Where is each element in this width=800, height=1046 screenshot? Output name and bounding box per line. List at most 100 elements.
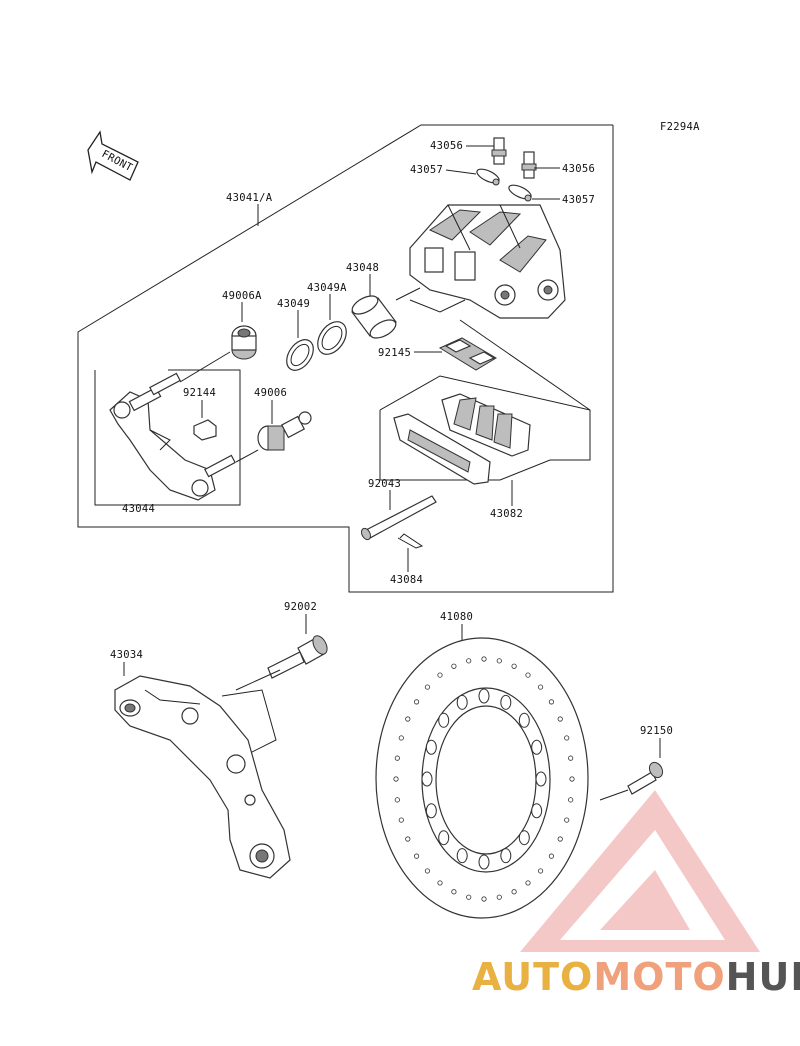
caliper-mount-bracket [114,675,291,879]
piston-seal [286,339,314,371]
label-92043: 92043 [368,478,401,490]
disc-vent-hole [511,889,517,895]
disc-hole [438,712,450,728]
label-43084: 43084 [390,574,423,586]
disc-vent-hole [564,735,570,741]
label-43057-a: 43057 [410,164,443,176]
rubber-boot-a [231,325,257,360]
disc-vent-hole [424,684,431,690]
label-43056-a: 43056 [430,140,463,152]
front-arrow-icon: FRONT [87,130,139,181]
piston [351,295,397,339]
disc-vent-hole [537,684,544,690]
pad-spring [438,337,497,371]
label-92144: 92144 [183,387,216,399]
disc-vent-hole [511,663,517,669]
disc-vent-hole [437,880,443,886]
disc-vent-hole [569,776,575,782]
disc-vent-hole [451,889,457,895]
disc-hole [518,712,530,728]
caliper-bracket [109,372,236,501]
label-43049: 43049 [277,298,310,310]
brake-disc [375,637,589,919]
brake-pad-back [441,393,531,457]
bleeder-screw-left [491,137,507,165]
disc-vent-hole [557,836,563,842]
disc-vent-hole [496,894,502,900]
label-43049A: 43049A [307,282,347,294]
label-43034: 43034 [110,649,143,661]
disc-hole [518,830,530,846]
disc-vent-hole [394,797,400,803]
label-49006: 49006 [254,387,287,399]
watermark-moto: MOTO [593,955,726,999]
dust-seal [317,321,347,355]
disc-hole [500,848,512,864]
label-43057-b: 43057 [562,194,595,206]
bleeder-cap-left [476,168,500,186]
disc-vent-hole [398,735,404,741]
disc-hole [425,803,437,819]
disc-vent-hole [398,817,404,823]
disc-vent-hole [413,699,420,705]
disc-vent-hole [557,716,563,722]
disc-vent-hole [568,755,574,761]
disc-vent-hole [481,656,487,662]
disc-bolt [627,761,664,795]
pad-group-box [379,375,591,481]
disc-vent-hole [405,716,411,722]
watermark-logo [520,790,760,952]
disc-vent-hole [405,836,411,842]
label-43082: 43082 [490,508,523,520]
disc-hole [500,694,512,710]
disc-vent-hole [394,755,400,761]
disc-vent-hole [525,880,531,886]
diagram-code: F2294A [660,121,700,133]
disc-hole [438,830,450,846]
bleeder-screw-right [521,151,537,179]
label-49006A: 49006A [222,290,262,302]
disc-hole [535,771,547,787]
label-41080: 41080 [440,611,473,623]
label-43048: 43048 [346,262,379,274]
disc-vent-hole [537,868,544,874]
label-43041: 43041/A [226,192,273,204]
disc-vent-hole [393,776,399,782]
label-43056-b: 43056 [562,163,595,175]
pad-clip [193,419,217,441]
disc-vent-hole [548,699,555,705]
disc-vent-hole [466,894,472,900]
retaining-clip [397,533,424,549]
disc-vent-hole [466,658,472,664]
disc-hole [531,803,543,819]
disc-hole [531,739,543,755]
pad-pin [360,495,437,541]
watermark-hub: HUB [725,955,800,999]
disc-vent-hole [568,797,574,803]
disc-hole [425,739,437,755]
caliper-assembly-outline [77,124,614,593]
disc-vent-hole [424,868,431,874]
label-43044: 43044 [122,503,155,515]
bleeder-cap-right [508,184,532,202]
rubber-boot-b [257,411,312,451]
disc-vent-hole [451,663,457,669]
disc-hole [456,694,468,710]
disc-hole [456,848,468,864]
disc-vent-hole [548,853,555,859]
disc-vent-hole [496,658,502,664]
label-92002: 92002 [284,601,317,613]
disc-vent-hole [437,672,443,678]
disc-vent-hole [564,817,570,823]
disc-hole [421,771,433,787]
watermark-auto: AUTO [472,955,594,999]
disc-vent-hole [481,896,487,902]
caliper-body [409,204,566,319]
watermark-text: AUTOMOTOHUB [472,958,800,996]
disc-hole [478,688,490,704]
disc-vent-hole [525,672,531,678]
label-92150: 92150 [640,725,673,737]
disc-hole [478,854,490,870]
disc-vent-hole [413,853,420,859]
